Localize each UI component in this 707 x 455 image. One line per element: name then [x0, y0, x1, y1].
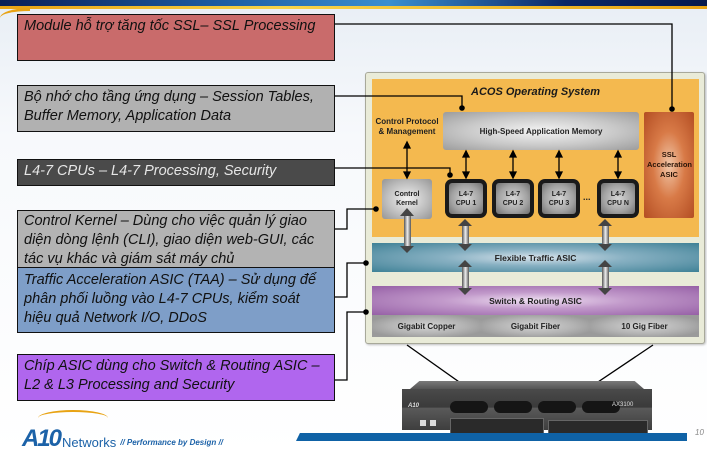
switch-routing-asic-label: Switch & Routing ASIC	[489, 295, 582, 306]
cpu-3-line2: CPU 3	[548, 199, 570, 207]
connector-taa	[335, 262, 367, 298]
device-line-left	[406, 344, 463, 385]
cpu-n-line1: L4-7	[610, 190, 626, 198]
flexible-traffic-asic-label: Flexible Traffic ASIC	[494, 252, 577, 263]
cpu-ellipsis: ...	[583, 192, 591, 202]
callout-l47-cpus: L4-7 CPUs – L4-7 Processing, Security	[17, 159, 335, 186]
control-protocol-label: Control Protocol & Management	[375, 117, 439, 136]
top-banner	[0, 0, 707, 8]
acos-os-title: ACOS Operating System	[471, 86, 600, 98]
control-kernel-label: Control Kernel	[394, 191, 420, 207]
app-memory-label: High-Speed Application Memory	[479, 126, 603, 136]
cpu-1-line2: CPU 1	[455, 199, 477, 207]
app-memory-block: High-Speed Application Memory	[443, 112, 639, 150]
callout-ssl-module: Module hỗ trợ tăng tốc SSL– SSL Processi…	[17, 14, 335, 61]
port-gigabit-fiber: Gigabit Fiber	[481, 315, 590, 337]
callout-traffic-acceleration-asic: Traffic Acceleration ASIC (TAA) – Sử dụn…	[17, 267, 335, 333]
device-model-label: AX3100	[612, 402, 634, 408]
cpu-n-line2: CPU N	[607, 199, 629, 207]
device-vent	[582, 401, 620, 413]
logo-a10-text: A10	[22, 425, 62, 452]
ax3100-device-image: A10 AX3100	[402, 381, 652, 440]
device-top-panel	[410, 381, 644, 389]
a10-networks-logo: A10 Networks // Performance by Design //	[22, 420, 223, 452]
device-brand-logo: A10	[408, 403, 420, 409]
device-line-right	[594, 344, 654, 385]
cpu-1-line1: L4-7	[458, 190, 474, 198]
cpu-3-line1: L4-7	[551, 190, 567, 198]
logo-tagline: // Performance by Design //	[120, 438, 223, 447]
callout-switch-routing-asic: Chíp ASIC dùng cho Switch & Routing ASIC…	[17, 354, 335, 401]
device-mgmt-port	[420, 420, 426, 426]
callout-app-memory: Bộ nhớ cho tầng ứng dụng – Session Table…	[17, 85, 335, 132]
footer-blue-bar	[296, 433, 687, 441]
device-front-panel: A10 AX3100	[402, 389, 652, 440]
switch-routing-asic-block: Switch & Routing ASIC	[372, 286, 699, 315]
device-console-port	[430, 420, 436, 426]
callout-control-kernel: Control Kernel – Dùng cho việc quản lý g…	[17, 210, 335, 268]
top-banner-stripe	[0, 6, 707, 9]
port-types-row: Gigabit Copper Gigabit Fiber 10 Gig Fibe…	[372, 315, 699, 337]
page-number: 10	[695, 428, 704, 437]
port-gigabit-copper: Gigabit Copper	[372, 315, 481, 337]
cpu-2-line1: L4-7	[505, 190, 521, 198]
top-banner-curve	[0, 8, 30, 18]
cpu-2-line2: CPU 2	[502, 199, 524, 207]
a10-logo-swoosh	[38, 410, 108, 426]
logo-networks-text: Networks	[62, 435, 117, 450]
device-vent	[450, 401, 488, 413]
device-vent	[494, 401, 532, 413]
flexible-traffic-asic-block: Flexible Traffic ASIC	[372, 243, 699, 272]
ssl-asic-label: SSL Acceleration ASIC	[647, 150, 693, 179]
device-vent	[538, 401, 576, 413]
control-kernel-block: Control Kernel	[382, 179, 432, 219]
connector-switch	[335, 311, 367, 381]
ssl-asic-block: SSL Acceleration ASIC	[644, 112, 694, 218]
port-10gig-fiber: 10 Gig Fiber	[590, 315, 699, 337]
